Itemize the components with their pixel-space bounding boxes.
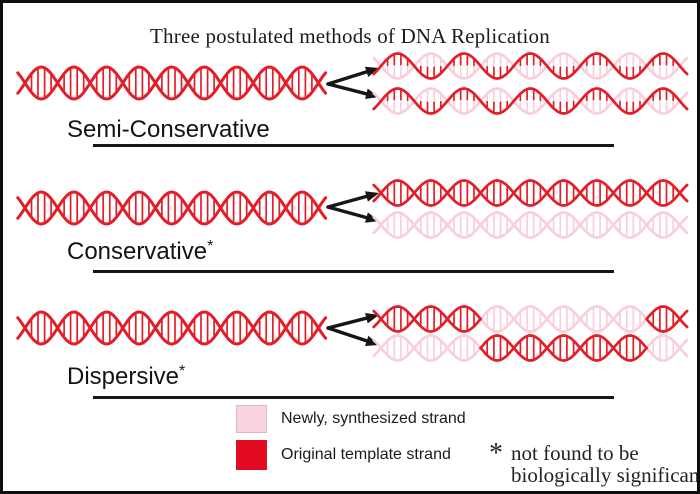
footnote-text: not found to be biologically significant xyxy=(511,441,700,487)
legend-swatch-new-strand xyxy=(236,405,267,433)
method-name: Dispersive xyxy=(67,363,180,390)
divider-line-conservative xyxy=(93,270,614,273)
product-helix-2-semi-conservative xyxy=(372,87,689,115)
diagram-title: Three postulated methods of DNA Replicat… xyxy=(150,24,550,48)
method-asterisk: * xyxy=(207,238,214,255)
divider-line-semi-conservative xyxy=(93,144,614,147)
divider-line-dispersive xyxy=(93,396,614,399)
template-helix-semi-conservative xyxy=(16,65,328,101)
product-helix-1-dispersive xyxy=(372,305,689,333)
product-helix-2-conservative xyxy=(372,211,689,239)
method-name: Semi-Conservative xyxy=(67,116,270,143)
legend-label-original-strand: Original template strand xyxy=(281,446,451,463)
dna-diagram-canvas xyxy=(16,52,689,362)
asterisk-symbol: * xyxy=(489,438,503,469)
method-asterisk: * xyxy=(179,363,186,380)
split-arrow-bottom-dispersive xyxy=(326,326,379,346)
method-label-conservative: Conservative* xyxy=(67,238,214,267)
template-helix-dispersive xyxy=(16,310,328,346)
legend-item-original-strand: Original template strand xyxy=(236,440,466,470)
legend: Newly, synthesized strand Original templ… xyxy=(236,405,466,477)
product-helix-2-dispersive xyxy=(372,334,689,362)
split-arrow-top-semi-conservative xyxy=(326,66,379,86)
split-arrow-top-dispersive xyxy=(326,313,379,330)
legend-swatch-original-strand xyxy=(236,440,267,470)
footnote-line-1: not found to be xyxy=(511,441,639,465)
footnote: * not found to be biologically significa… xyxy=(489,438,700,487)
method-label-dispersive: Dispersive* xyxy=(67,363,186,392)
footnote-line-2: biologically significant xyxy=(511,462,700,487)
split-arrow-bottom-conservative xyxy=(326,205,379,223)
template-helix-conservative xyxy=(16,190,328,226)
method-label-semi-conservative: Semi-Conservative xyxy=(67,118,270,145)
product-helix-1-conservative xyxy=(372,179,689,207)
legend-item-new-strand: Newly, synthesized strand xyxy=(236,405,466,433)
product-helix-1-semi-conservative xyxy=(372,52,689,80)
split-arrow-top-conservative xyxy=(326,191,379,209)
legend-label-new-strand: Newly, synthesized strand xyxy=(281,410,466,427)
split-arrow-bottom-semi-conservative xyxy=(326,82,379,99)
method-name: Conservative xyxy=(67,238,208,265)
